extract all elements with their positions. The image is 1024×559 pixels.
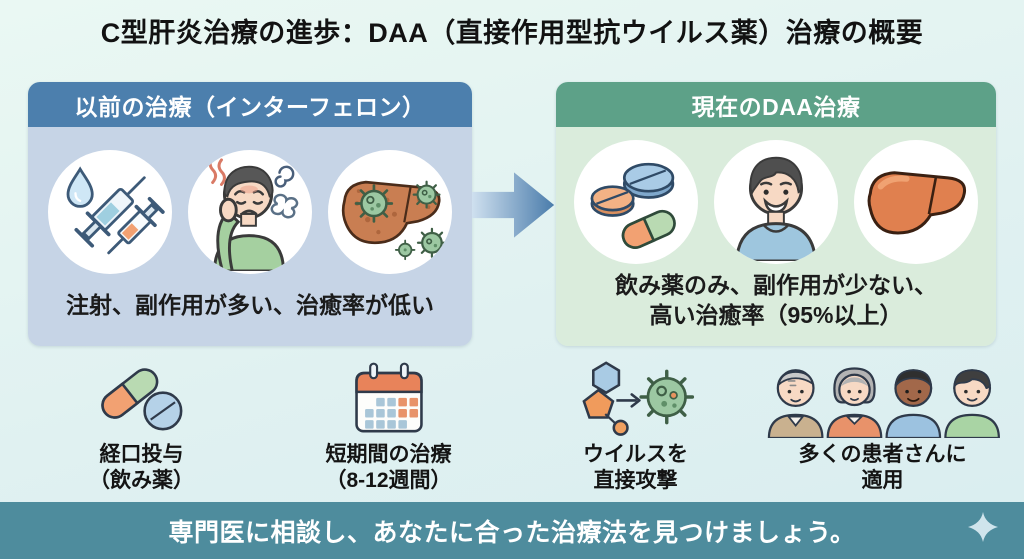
panel-daa-caption-line1: 飲み薬のみ、副作用が少ない、 xyxy=(615,272,937,299)
happy-patient-icon xyxy=(714,140,838,265)
feature-direct-attack-label: ウイルスを 直接攻撃 xyxy=(583,442,688,495)
feature-duration: 短期間の治療 （8-12週間） xyxy=(269,356,509,495)
feature-duration-line1: 短期間の治療 xyxy=(325,443,452,466)
feature-direct-attack-line2: 直接攻撃 xyxy=(593,469,678,493)
sparkle-icon xyxy=(968,512,998,547)
feature-many-patients-label: 多くの患者さんに 適用 xyxy=(799,442,967,495)
sick-patient-icon xyxy=(188,150,312,275)
advice-banner-text: 専門医に相談し、あなたに合った治療法を見つけましょう。 xyxy=(168,518,856,547)
panel-old-caption: 注射、副作用が多い、治癒率が低い xyxy=(66,292,434,319)
oral-medication-icon xyxy=(87,356,197,438)
panel-old-header: 以前の治療（インターフェロン） xyxy=(28,82,472,127)
arrow-right-icon xyxy=(472,172,555,238)
feature-many-patients-line2: 適用 xyxy=(861,469,904,493)
feature-oral-line1: 経口投与 xyxy=(99,443,184,466)
feature-direct-attack-line1: ウイルスを xyxy=(583,443,688,466)
panel-daa-header: 現在のDAA治療 xyxy=(556,82,996,127)
panel-daa-icons xyxy=(574,140,978,265)
panel-daa-treatment: 現在のDAA治療 xyxy=(556,82,996,346)
panel-daa-caption-line2: 高い治癒率（95%以上） xyxy=(649,302,903,329)
feature-many-patients: 多くの患者さんに 適用 xyxy=(763,356,1003,495)
panel-daa-body: 飲み薬のみ、副作用が少ない、 高い治癒率（95%以上） xyxy=(556,127,996,346)
healthy-liver-icon xyxy=(854,140,978,265)
calendar-icon xyxy=(337,356,441,438)
feature-oral-label: 経口投与 （飲み薬） xyxy=(89,442,194,495)
panel-daa-caption: 飲み薬のみ、副作用が少ない、 高い治癒率（95%以上） xyxy=(615,271,937,331)
panel-old-body: 注射、副作用が多い、治癒率が低い xyxy=(28,127,472,346)
panel-old-treatment: 以前の治療（インターフェロン） xyxy=(28,82,472,346)
advice-banner: 専門医に相談し、あなたに合った治療法を見つけましょう。 xyxy=(0,502,1024,559)
feature-many-patients-line1: 多くの患者さんに xyxy=(798,443,967,466)
feature-direct-attack: ウイルスを 直接攻撃 xyxy=(516,356,756,495)
feature-oral-line2: （飲み薬） xyxy=(89,469,194,493)
comparison-panels: 以前の治療（インターフェロン） xyxy=(28,82,996,346)
droplet-syringe-icon xyxy=(48,150,172,275)
panel-old-icons xyxy=(48,150,452,275)
page-title: C型肝炎治療の進歩：DAA（直接作用型抗ウイルス薬）治療の概要 xyxy=(100,18,924,48)
feature-duration-label: 短期間の治療 （8-12週間） xyxy=(325,442,451,495)
transition-arrow xyxy=(472,82,556,346)
feature-oral: 経口投与 （飲み薬） xyxy=(22,356,262,495)
feature-row: 経口投与 （飲み薬） xyxy=(0,356,1024,502)
patients-group-icon xyxy=(765,356,1001,438)
infected-liver-icon xyxy=(328,150,452,275)
virus-attack-icon xyxy=(566,356,706,438)
feature-duration-line2: （8-12週間） xyxy=(325,469,452,493)
pills-icon xyxy=(574,140,698,265)
